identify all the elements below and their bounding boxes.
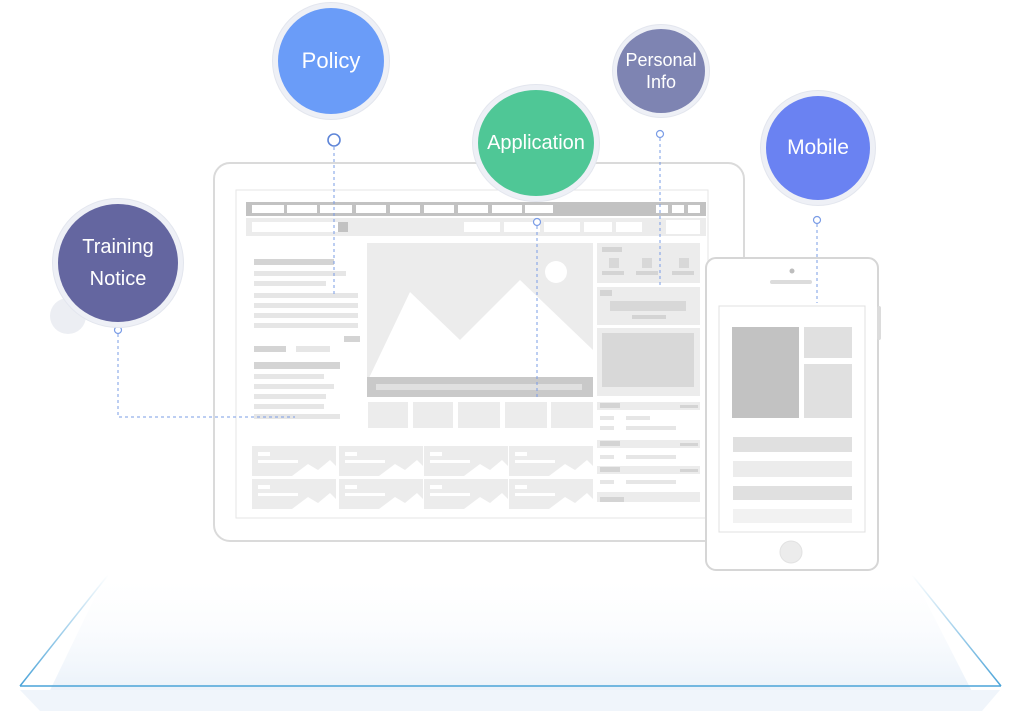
platform	[19, 570, 1002, 711]
training-notice-connector	[117, 334, 295, 418]
application-label: Application	[487, 131, 585, 154]
mobile-label: Mobile	[787, 135, 849, 159]
phone-screen-wireframe	[732, 327, 852, 523]
policy-label: Policy	[301, 48, 361, 74]
training-notice-label: Training Notice	[82, 236, 154, 290]
connector-end-dots	[113, 129, 822, 335]
connector-lines	[117, 138, 818, 418]
policy-bubble: Policy	[278, 8, 384, 114]
laptop-screen-wireframe	[246, 202, 706, 509]
mobile-bubble: Mobile	[766, 96, 870, 200]
training-notice-bubble: Training Notice	[58, 204, 178, 322]
application-bubble: Application	[478, 90, 594, 196]
personal-info-label: Personal Info	[625, 49, 697, 93]
personal-info-bubble: Personal Info	[617, 29, 705, 113]
